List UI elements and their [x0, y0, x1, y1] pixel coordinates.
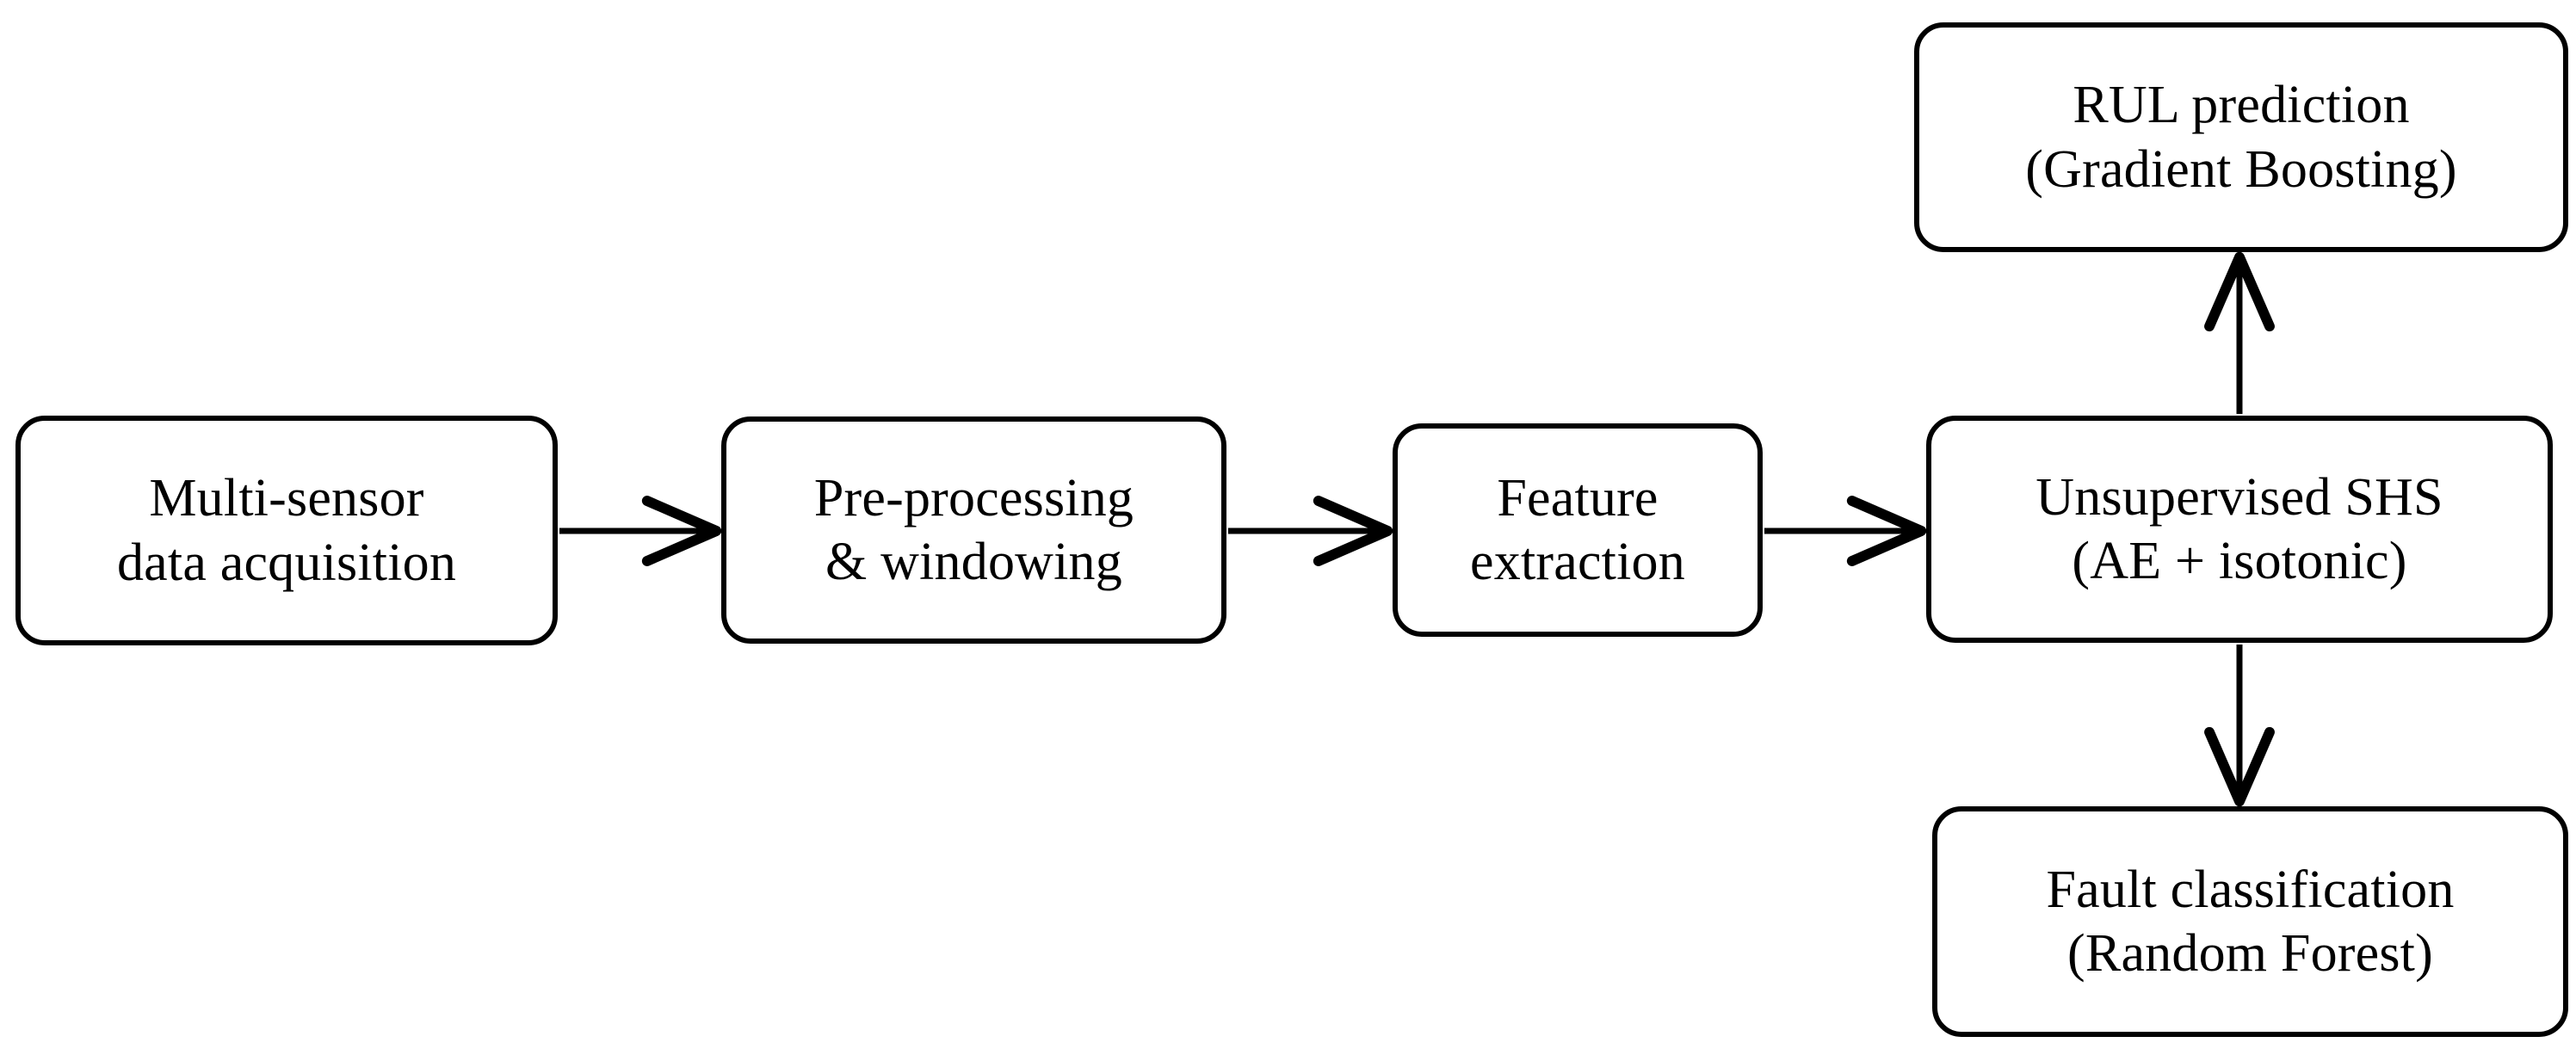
node-label-line-2: & windowing: [825, 533, 1122, 591]
node-multi-sensor-data-acquisition[interactable]: Multi-sensor data acquisition: [15, 416, 558, 645]
node-label-line-1: Unsupervised SHS: [2035, 467, 2443, 527]
node-unsupervised-shs[interactable]: Unsupervised SHS (AE + isotonic): [1926, 416, 2553, 643]
node-label-line-2: (Gradient Boosting): [2025, 139, 2457, 199]
node-preprocessing-windowing[interactable]: Pre-processing & windowing: [721, 416, 1226, 644]
node-rul-prediction[interactable]: RUL prediction (Gradient Boosting): [1914, 22, 2568, 252]
node-label-line-1: Feature: [1497, 468, 1659, 528]
node-label-line-2: (AE + isotonic): [2072, 532, 2407, 590]
node-label-line-2: (Random Forest): [2067, 924, 2433, 983]
node-label-line-1: RUL prediction: [2073, 76, 2410, 135]
node-label-line-1: Pre-processing: [813, 468, 1134, 528]
node-label-line-1: Fault classification: [2046, 860, 2455, 919]
node-label-line-1: Multi-sensor: [149, 469, 424, 528]
node-label-line-2: extraction: [1470, 533, 1685, 591]
node-fault-classification[interactable]: Fault classification (Random Forest): [1932, 806, 2568, 1037]
node-label-line-2: data acquisition: [116, 533, 457, 592]
node-feature-extraction[interactable]: Feature extraction: [1393, 423, 1763, 637]
